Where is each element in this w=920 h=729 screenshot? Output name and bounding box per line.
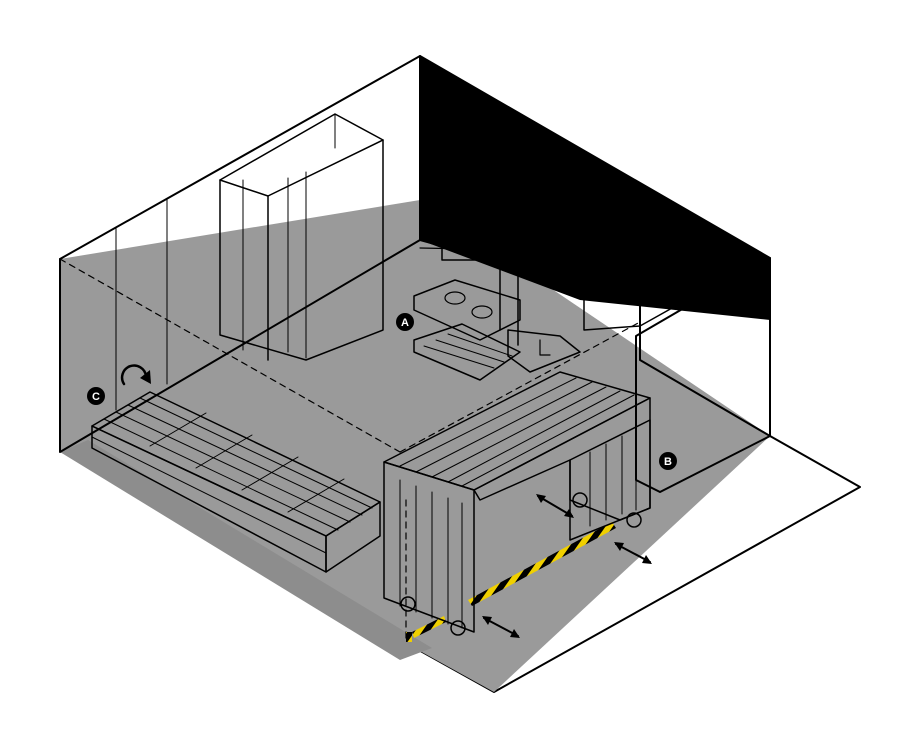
double-arrow-icon: [614, 542, 652, 564]
rotate-arrow-icon: [120, 364, 151, 386]
marker-b: B: [659, 452, 677, 470]
marker-b-label: B: [664, 456, 672, 468]
hazard-stripe: [412, 616, 446, 638]
marker-a-label: A: [401, 317, 409, 329]
movable-unit: [383, 371, 651, 636]
hazard-stripe: [406, 632, 412, 642]
wardrobe-units: [219, 113, 384, 361]
fridge-block: [583, 269, 691, 331]
marker-c-label: C: [92, 391, 100, 403]
floor-shadow: [60, 440, 432, 660]
back-wall: [420, 56, 770, 320]
double-arrow-icon: [482, 616, 520, 638]
marker-a: A: [396, 313, 414, 331]
marker-c: C: [87, 387, 105, 405]
double-arrow-icon: [536, 494, 574, 518]
bed-platform: [91, 391, 381, 573]
hazard-stripe: [468, 522, 616, 606]
dashed-guide: [399, 321, 641, 453]
kitchen-unit: [413, 189, 581, 381]
